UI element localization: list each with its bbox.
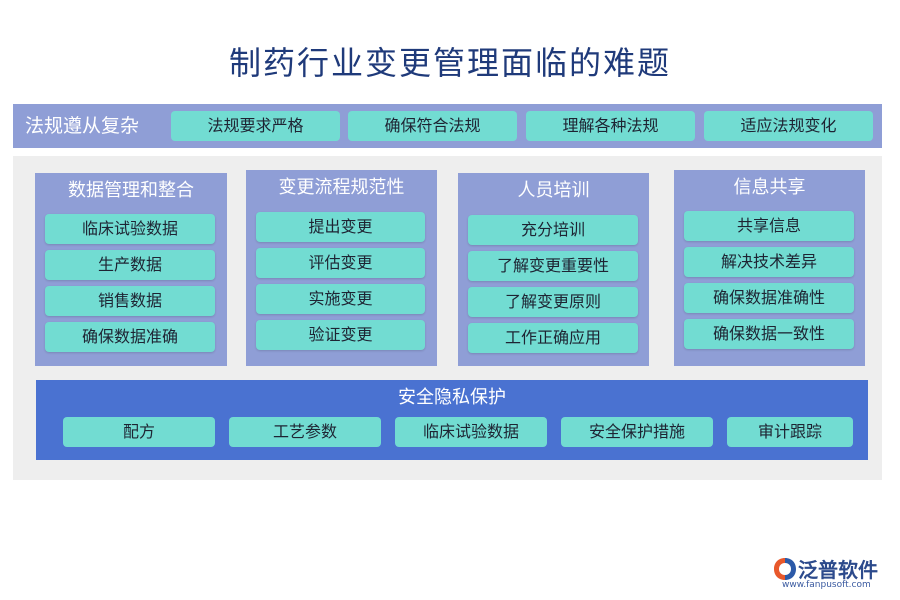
column-change-process: 变更流程规范性 提出变更 评估变更 实施变更 验证变更 [246,170,437,366]
column-training: 人员培训 充分培训 了解变更重要性 了解变更原则 工作正确应用 [458,173,649,366]
column-title: 信息共享 [733,177,806,198]
brand-url: www.fanpusoft.com [782,580,871,590]
column-item: 临床试验数据 [45,214,215,244]
security-item: 审计跟踪 [727,417,853,447]
column-item: 实施变更 [256,284,425,314]
column-title: 数据管理和整合 [68,180,194,201]
security-title: 安全隐私保护 [398,387,506,408]
regulatory-item: 适应法规变化 [704,111,873,141]
security-item: 配方 [63,417,215,447]
column-item: 销售数据 [45,286,215,316]
regulatory-item: 确保符合法规 [348,111,517,141]
challenges-panel: 数据管理和整合 临床试验数据 生产数据 销售数据 确保数据准确 变更流程规范性 … [13,156,882,480]
column-item: 验证变更 [256,320,425,350]
column-item: 生产数据 [45,250,215,280]
column-item: 提出变更 [256,212,425,242]
column-item: 确保数据准确性 [684,283,854,313]
column-item: 共享信息 [684,211,854,241]
security-item: 临床试验数据 [395,417,547,447]
column-title: 人员培训 [517,180,590,201]
security-section: 安全隐私保护 配方 工艺参数 临床试验数据 安全保护措施 审计跟踪 [36,380,868,460]
regulatory-row: 法规遵从复杂 法规要求严格 确保符合法规 理解各种法规 适应法规变化 [13,104,882,148]
column-item: 了解变更重要性 [468,251,638,281]
brand-logo: 泛普软件 www.fanpusoft.com [770,554,892,596]
column-item: 评估变更 [256,248,425,278]
column-data-management: 数据管理和整合 临床试验数据 生产数据 销售数据 确保数据准确 [35,173,227,366]
brand-name: 泛普软件 [798,558,878,582]
column-title: 变更流程规范性 [278,177,405,198]
column-item: 工作正确应用 [468,323,638,353]
regulatory-item: 法规要求严格 [171,111,340,141]
column-info-sharing: 信息共享 共享信息 解决技术差异 确保数据准确性 确保数据一致性 [674,170,865,366]
column-item: 解决技术差异 [684,247,854,277]
regulatory-label: 法规遵从复杂 [25,115,140,137]
page-title: 制药行业变更管理面临的难题 [228,44,671,82]
security-item: 工艺参数 [229,417,381,447]
column-item: 确保数据一致性 [684,319,854,349]
column-item: 确保数据准确 [45,322,215,352]
regulatory-item: 理解各种法规 [526,111,695,141]
column-item: 了解变更原则 [468,287,638,317]
security-item: 安全保护措施 [561,417,713,447]
fanpu-logo-icon [774,558,796,580]
column-item: 充分培训 [468,215,638,245]
